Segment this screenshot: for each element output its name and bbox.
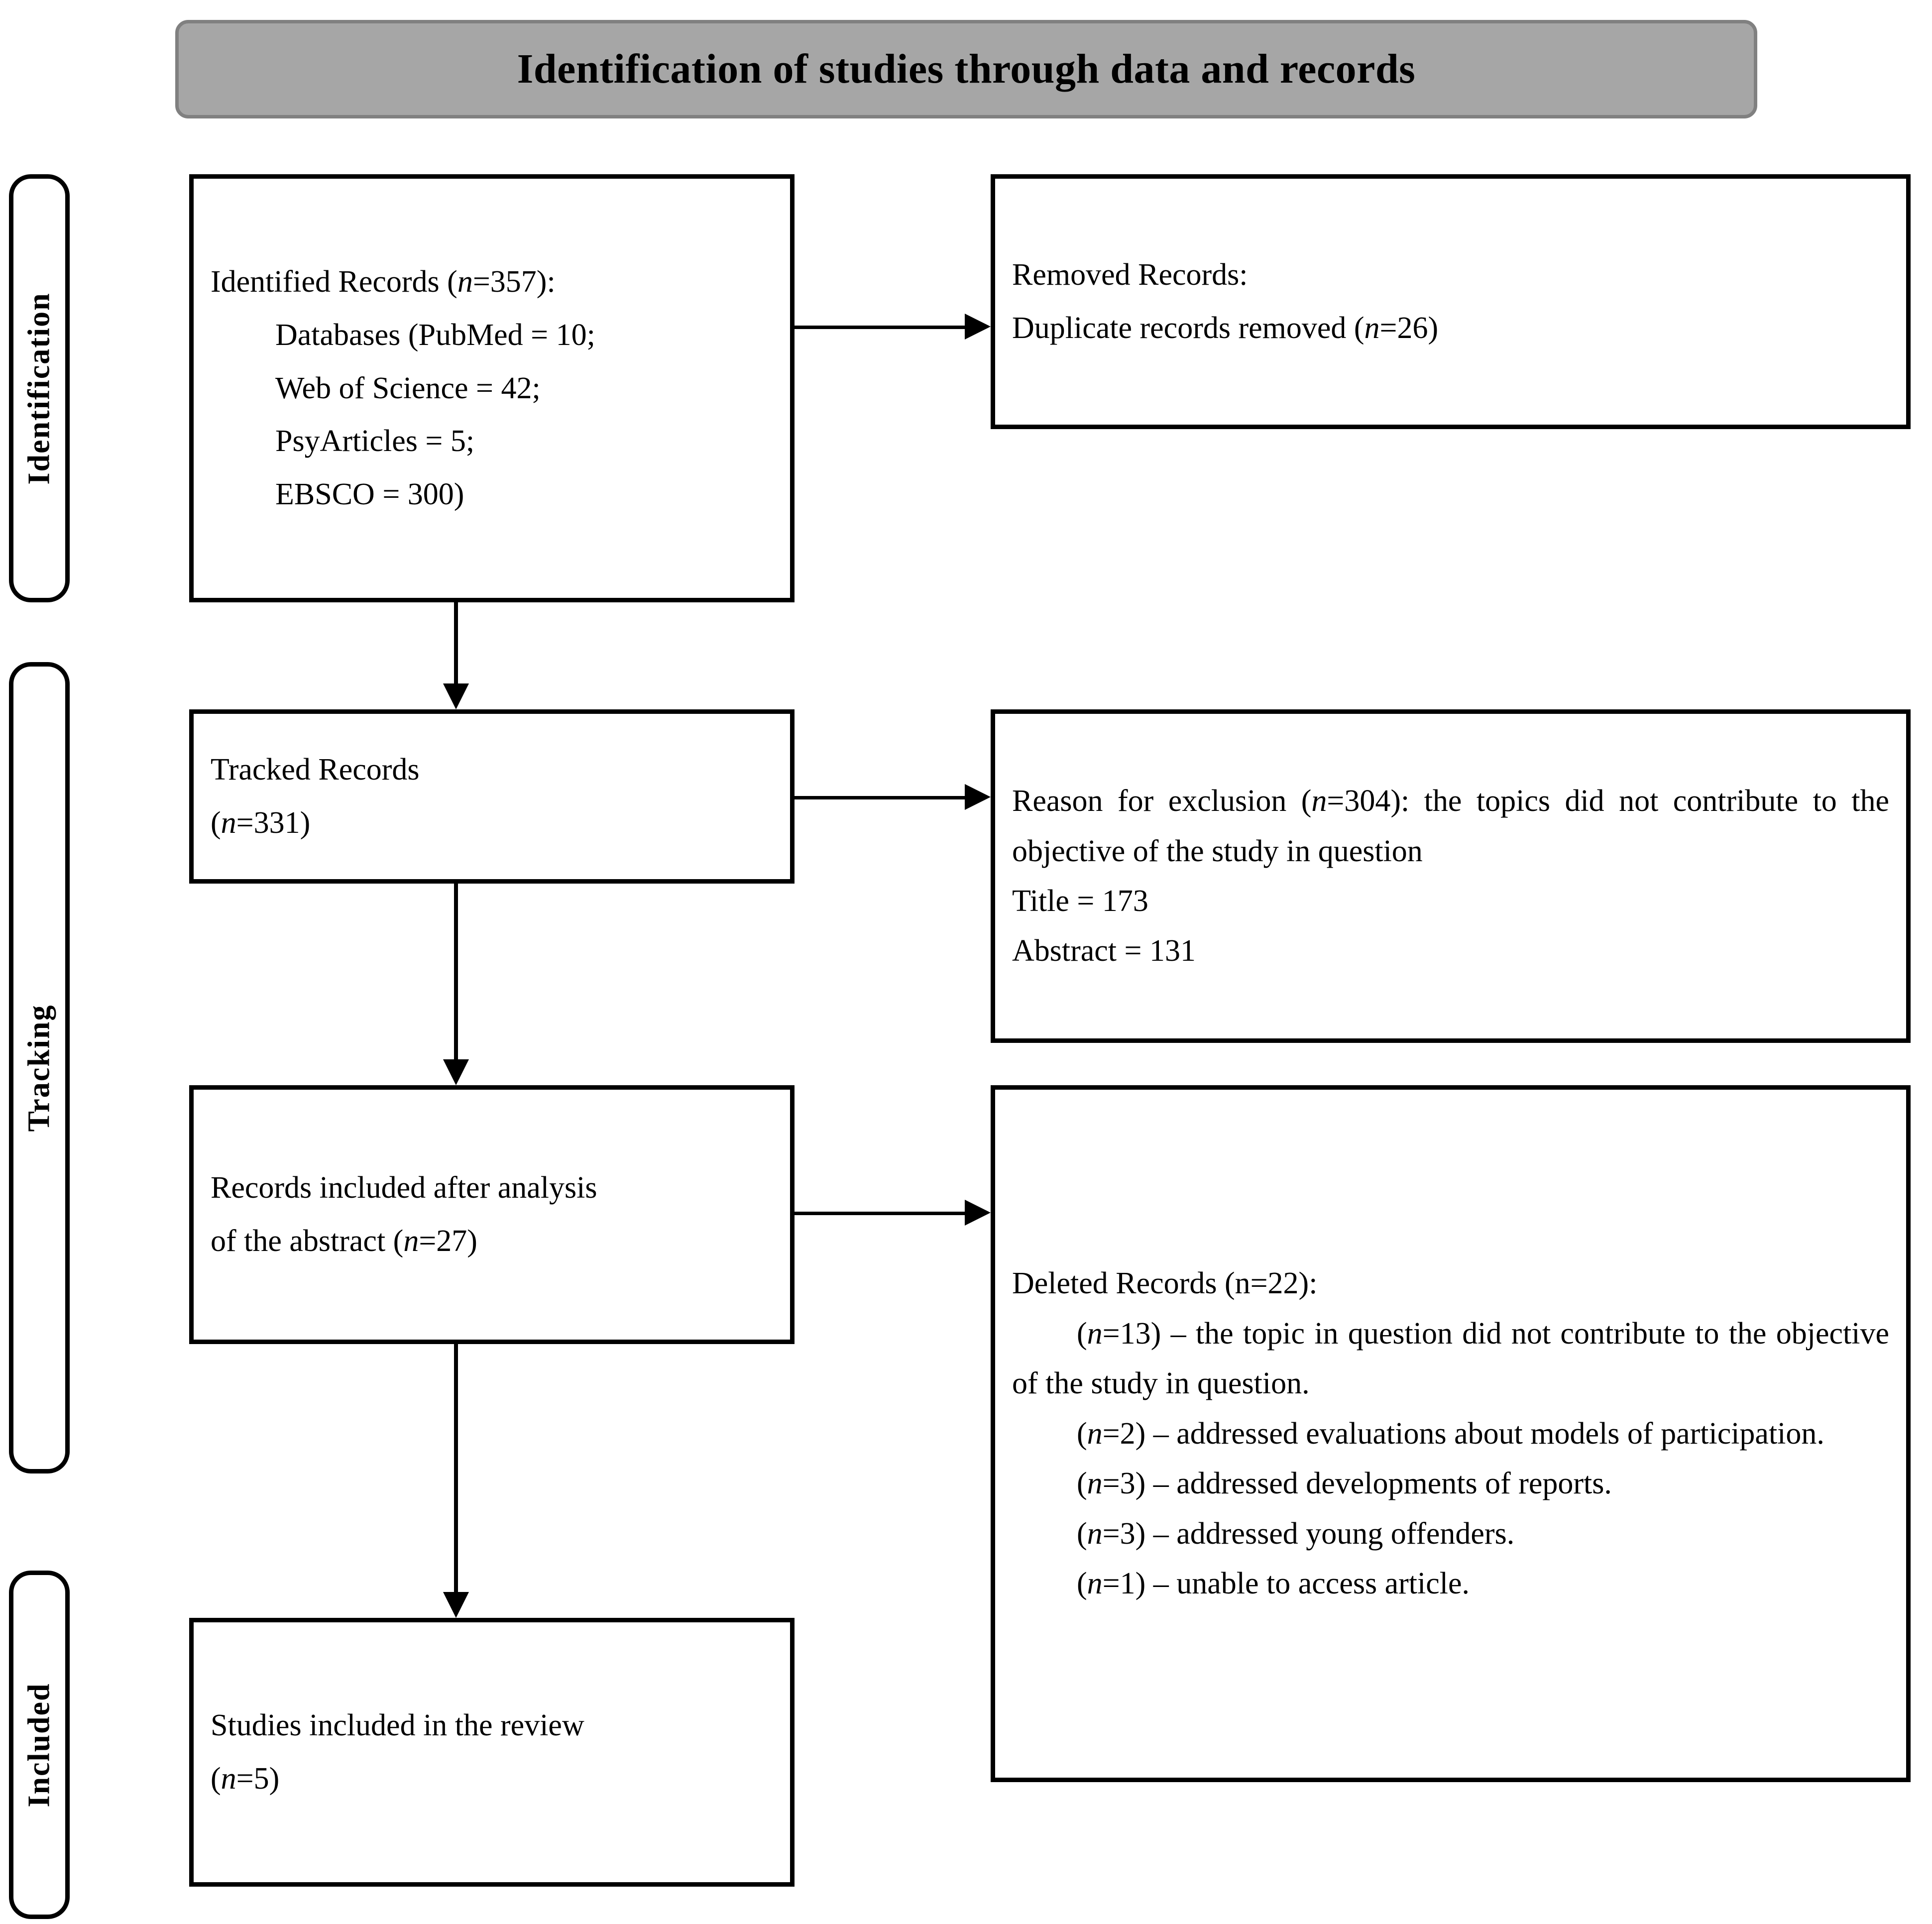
phase-label-tracking: Tracking: [9, 662, 70, 1473]
deleted-records-heading: Deleted Records (n=22):: [1012, 1266, 1318, 1301]
phase-label-included-text: Included: [22, 1682, 56, 1808]
arrow-head: [965, 314, 991, 340]
deleted-records-item-4: (n=3) – addressed young offenders.: [1077, 1516, 1515, 1551]
phase-label-identification: Identification: [9, 174, 70, 602]
identified-records-line-2: Databases (PubMed = 10;: [275, 318, 595, 352]
identified-records-line-3: Web of Science = 42;: [275, 371, 541, 405]
diagram-banner: Identification of studies through data a…: [175, 20, 1757, 118]
arrow-down-icon-tracked-to-abstract: [443, 884, 469, 1085]
arrow-right-icon-abstract-to-deleted: [795, 1200, 991, 1226]
exclusion-title-count: Title = 173: [1012, 884, 1148, 918]
arrow-head: [443, 1059, 469, 1085]
box-studies-included: Studies included in the review (n=5): [189, 1618, 795, 1887]
deleted-records-item-1: (n=13) – the topic in question did not c…: [1012, 1316, 1889, 1401]
deleted-records-item-5: (n=1) – unable to access article.: [1077, 1567, 1470, 1601]
arrow-shaft: [454, 602, 458, 683]
deleted-records-item-2: (n=2) – addressed evaluations about mode…: [1077, 1416, 1824, 1451]
arrow-down-icon-abstract-to-included: [443, 1344, 469, 1618]
box-tracked-records: Tracked Records (n=331): [189, 709, 795, 884]
phase-label-identification-text: Identification: [22, 292, 56, 485]
identified-records-line-1: Identified Records (n=357):: [211, 265, 556, 299]
exclusion-reason-text: Reason for exclusion (n=304): the topics…: [1012, 784, 1889, 868]
box-deleted-records: Deleted Records (n=22): (n=13) – the top…: [991, 1085, 1911, 1782]
tracked-records-line-2: (n=331): [211, 806, 311, 840]
arrow-shaft: [454, 1344, 458, 1592]
studies-included-line-2: (n=5): [211, 1762, 280, 1796]
removed-records-line-2: Duplicate records removed (n=26): [1012, 311, 1439, 345]
deleted-records-item-3: (n=3) – addressed developments of report…: [1077, 1467, 1612, 1501]
arrow-right-icon-identified-to-removed: [795, 314, 991, 340]
exclusion-abstract-count: Abstract = 131: [1012, 934, 1196, 968]
arrow-down-icon-identified-to-tracked: [443, 602, 469, 709]
box-identified-records: Identified Records (n=357): Databases (P…: [189, 174, 795, 602]
arrow-shaft: [454, 884, 458, 1059]
arrow-head: [965, 784, 991, 810]
phase-label-included: Included: [9, 1571, 70, 1919]
removed-records-heading: Removed Records:: [1012, 258, 1248, 292]
arrow-head: [443, 683, 469, 709]
box-reason-for-exclusion: Reason for exclusion (n=304): the topics…: [991, 709, 1911, 1043]
identified-records-line-4: PsyArticles = 5;: [275, 424, 475, 458]
box-removed-records: Removed Records: Duplicate records remov…: [991, 174, 1911, 429]
identified-records-line-5: EBSCO = 300): [275, 477, 464, 511]
arrow-head: [443, 1592, 469, 1618]
banner-title: Identification of studies through data a…: [517, 46, 1416, 92]
tracked-records-line-1: Tracked Records: [211, 753, 420, 787]
after-abstract-line-2: of the abstract (n=27): [211, 1224, 477, 1258]
arrow-shaft: [795, 1212, 965, 1215]
arrow-shaft: [795, 796, 965, 799]
arrow-head: [965, 1200, 991, 1226]
phase-label-tracking-text: Tracking: [22, 1004, 56, 1132]
studies-included-line-1: Studies included in the review: [211, 1708, 584, 1743]
arrow-shaft: [795, 326, 965, 329]
after-abstract-line-1: Records included after analysis: [211, 1171, 597, 1205]
arrow-right-icon-tracked-to-exclusion: [795, 784, 991, 810]
box-records-after-abstract-analysis: Records included after analysis of the a…: [189, 1085, 795, 1344]
